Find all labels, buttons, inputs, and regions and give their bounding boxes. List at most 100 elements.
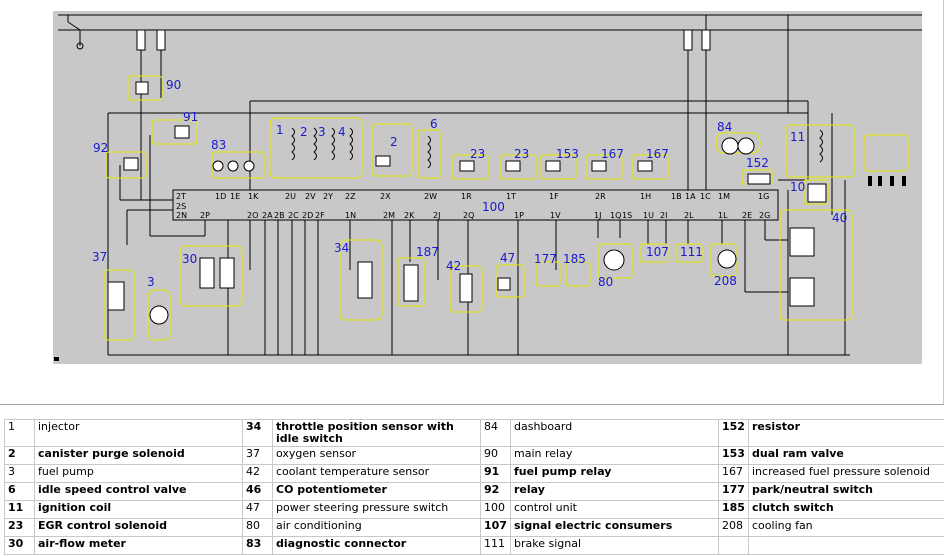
legend-number: 90 [480, 446, 511, 465]
pin-label: 1K [248, 192, 259, 201]
relay-symbols [107, 81, 827, 311]
pin-label: 2Y [323, 192, 333, 201]
component-label: 3 [147, 275, 155, 289]
component-label: 1 [276, 123, 284, 137]
legend-number: 42 [242, 464, 273, 483]
component-label: 6 [430, 117, 438, 131]
pin-label: 1F [549, 192, 559, 201]
legend-number: 91 [480, 464, 511, 483]
pin-label: 2B [274, 211, 285, 220]
legend-description: EGR control solenoid [34, 518, 243, 537]
legend-description: cooling fan [748, 518, 944, 537]
pin-label: 2X [380, 192, 391, 201]
pin-label: 2S [176, 202, 186, 211]
legend-number: 152 [718, 419, 749, 447]
legend-description: increased fuel pressure solenoid [748, 464, 944, 483]
legend-number: 2 [4, 446, 35, 465]
pin-label: 1N [345, 211, 356, 220]
legend-description: ignition coil [34, 500, 243, 519]
legend-number: 11 [4, 500, 35, 519]
legend-description: resistor [748, 419, 944, 447]
legend-number [718, 536, 749, 555]
legend-description: dual ram valve [748, 446, 944, 465]
legend-description: coolant temperature sensor [272, 464, 481, 483]
legend-description: main relay [510, 446, 719, 465]
pin-label: 1G [758, 192, 769, 201]
connector-pins [54, 176, 906, 361]
pin-label: 2D [302, 211, 313, 220]
component-label: 10 [790, 180, 805, 194]
control-unit-box [172, 189, 779, 221]
component-label: 34 [334, 241, 349, 255]
component-label: 100 [482, 200, 505, 214]
fuse-icons [136, 29, 711, 51]
legend-number: 100 [480, 500, 511, 519]
coil-symbols [291, 127, 823, 169]
pin-label: 2Q [463, 211, 474, 220]
pin-label: 1H [640, 192, 651, 201]
component-label: 167 [646, 147, 669, 161]
legend-description: oxygen sensor [272, 446, 481, 465]
component-label: 23 [470, 147, 485, 161]
pin-label: 1Q [610, 211, 621, 220]
pin-label: 2U [285, 192, 296, 201]
legend-description: CO potentiometer [272, 482, 481, 501]
component-label: 3 [318, 125, 326, 139]
component-label: 92 [93, 141, 108, 155]
pin-label: 1R [461, 192, 472, 201]
legend-description: fuel pump [34, 464, 243, 483]
legend-number: 92 [480, 482, 511, 501]
legend-number: 153 [718, 446, 749, 465]
legend-number: 1 [4, 419, 35, 447]
pin-label: 2V [305, 192, 316, 201]
legend-description: dashboard [510, 419, 719, 447]
legend-number: 83 [242, 536, 273, 555]
component-label: 83 [211, 138, 226, 152]
pin-label: 2Z [345, 192, 356, 201]
legend-description: air conditioning [272, 518, 481, 537]
pin-label: 1T [506, 192, 516, 201]
legend-number: 185 [718, 500, 749, 519]
pin-label: 1S [622, 211, 632, 220]
legend-description: diagnostic connector [272, 536, 481, 555]
legend-number: 30 [4, 536, 35, 555]
component-label: 47 [500, 251, 515, 265]
legend-description: injector [34, 419, 243, 447]
component-label: 11 [790, 130, 805, 144]
legend-number: 3 [4, 464, 35, 483]
pin-label: 1V [550, 211, 561, 220]
legend-number: 23 [4, 518, 35, 537]
diagram-canvas [53, 11, 922, 364]
legend-description: idle speed control valve [34, 482, 243, 501]
pin-label: 2N [176, 211, 187, 220]
pin-label: 1B [671, 192, 682, 201]
pin-label: 2L [684, 211, 694, 220]
legend-number: 6 [4, 482, 35, 501]
pin-label: 1M [718, 192, 730, 201]
component-label: 40 [832, 211, 847, 225]
component-label: 167 [601, 147, 624, 161]
pin-label: 2M [383, 211, 395, 220]
component-label: 84 [717, 120, 732, 134]
component-outlines [103, 75, 909, 341]
component-label: 30 [182, 252, 197, 266]
pin-label: 2W [424, 192, 437, 201]
component-label: 177 [534, 252, 557, 266]
pin-label: 2R [595, 192, 606, 201]
pin-label: 2J [433, 211, 440, 220]
pin-label: 2O [247, 211, 258, 220]
pin-label: 1A [685, 192, 696, 201]
legend-number: 107 [480, 518, 511, 537]
legend-number: 80 [242, 518, 273, 537]
legend-description: relay [510, 482, 719, 501]
ignition-key-icon [67, 21, 84, 50]
component-label: 2 [300, 125, 308, 139]
